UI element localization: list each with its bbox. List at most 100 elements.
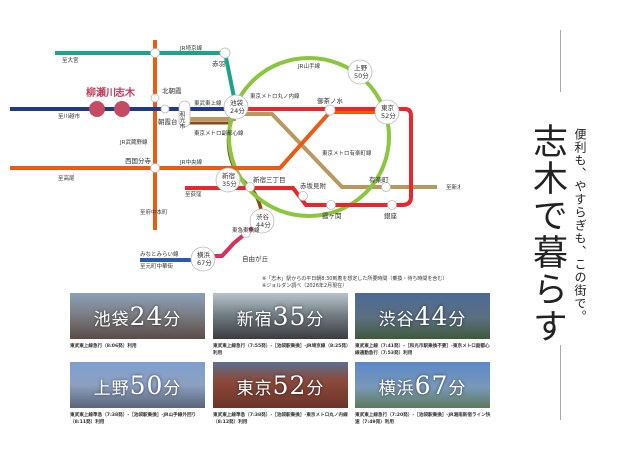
headline-subtitle: 便利も、やすらぎも、この街で。 <box>573 128 587 323</box>
terminus-omiya: 至大宮 <box>62 56 79 64</box>
unit: 分 <box>306 378 325 399</box>
destination-panel-ueno: 上野50分 <box>70 362 205 408</box>
station-akasakamitsuke-marker <box>298 191 308 201</box>
station-yanasegawa: 柳瀬川 <box>86 86 116 99</box>
station-tokyo-marker <box>374 99 400 125</box>
station-yokohama-marker <box>190 246 216 272</box>
notes: ※「志木」駅からの平日朝8:30到着を想定した所要時間（乗換・待ち時間を含む） … <box>262 276 447 290</box>
destination-minutes: 50 <box>129 370 164 400</box>
destination-panel-tokyo: 東京52分 <box>213 362 348 408</box>
line-yamanote <box>227 56 391 218</box>
destination-caption: 東武東上線（7:41発）-［和光市駅乗換不要］-東京メトロ副都心線通勤急行（7:… <box>355 344 490 356</box>
destination-name: 上野 <box>93 378 130 399</box>
destination-name: 池袋 <box>93 309 130 330</box>
terminus-ogikubo: 至荻窪 <box>185 190 202 198</box>
label-jiyugaoka: 自由が丘 <box>242 254 269 263</box>
destination-caption: 東武東上線準急（7:38発）-［池袋駅乗換］-東京メトロ丸ノ内線（8:12発）利… <box>213 413 348 425</box>
station-yurakucho-marker <box>381 182 391 192</box>
label-line-minatomirai: みなとみらい線 <box>140 250 179 258</box>
destination-minutes: 44 <box>414 301 449 331</box>
label-wakoshi: 和光市 <box>178 110 185 130</box>
station-yanasegawa-marker <box>89 101 105 117</box>
label-yurakucho: 有楽町 <box>369 175 389 184</box>
label-ginza: 銀座 <box>384 211 398 220</box>
label-line-yamanote: JR山手線 <box>297 62 320 70</box>
label-ueno-time: 50分 <box>354 71 369 80</box>
label-tokyo-time: 52分 <box>381 111 396 120</box>
label-akabane: 赤羽 <box>212 60 225 68</box>
label-kitaasaka: 北朝霞 <box>162 87 182 95</box>
terminus-shinkiba: 至新木場 <box>446 183 460 191</box>
label-yokohama-time: 67分 <box>197 258 212 267</box>
label-line-tojo: 東武東上線 <box>194 99 222 107</box>
label-line-toyoko: 東急東横線 <box>232 226 260 234</box>
station-ikebukuro-marker <box>223 94 249 120</box>
station-musashi-marker <box>150 48 160 58</box>
terminus-motomachi: 至元町中華街 <box>140 262 174 270</box>
destination-panel-shibuya: 渋谷44分 <box>355 293 490 339</box>
station-asakadai-marker <box>160 104 170 114</box>
label-shibuya-time: 44分 <box>256 220 271 229</box>
divider-bottom <box>560 345 561 420</box>
unit: 分 <box>163 378 182 399</box>
destination-panel-shinjuku: 新宿35分 <box>213 293 348 339</box>
station-shinjukusanchome-marker <box>245 182 255 192</box>
label-asakadai: 朝霞台 <box>158 117 178 126</box>
label-line-fukutoshin: 東京メトロ副都心線 <box>194 129 244 137</box>
station-shinjuku-marker <box>215 167 241 193</box>
station-ueno-marker <box>347 59 373 85</box>
terminus-takao: 至高尾 <box>58 174 75 182</box>
label-akasakamitsuke: 赤坂見附 <box>300 181 327 190</box>
label-ikebukuro: 池袋 <box>230 98 244 107</box>
terminus-kawagoeshi: 至川越市 <box>58 112 81 120</box>
terminus-fuchuhommachi: 至府中本町 <box>140 208 168 216</box>
note-source: ※ジョルダン調べ（2026年2月現在） <box>262 283 348 289</box>
destination-name: 横浜 <box>378 378 415 399</box>
label-shibuya: 渋谷 <box>256 212 270 221</box>
unit: 分 <box>163 309 182 330</box>
label-line-musashino: JR武蔵野線 <box>119 138 148 146</box>
route-map: 柳瀬川 志木 北朝霞 朝霞台 和光市 赤羽 池袋 24分 上野 50分 東京 5… <box>10 40 460 272</box>
divider-top <box>560 30 561 92</box>
destination-name: 渋谷 <box>378 309 415 330</box>
destination-caption: 東武東上線急行（7:55発）-［池袋駅乗換］-JR埼京線（8:25発）利用 <box>213 344 351 356</box>
destination-panel-yokohama: 横浜67分 <box>355 362 490 408</box>
label-ochanomizu: 御茶ノ水 <box>317 96 344 105</box>
destination-caption: 東武東上線急行（7:20発）-［池袋駅乗換］-JR湘南新宿ライン快速（7:49発… <box>355 413 491 425</box>
unit: 分 <box>448 309 467 330</box>
destination-panel-ikebukuro: 池袋24分 <box>70 293 205 339</box>
station-shibuya-marker <box>249 208 275 234</box>
station-nishikokubunji-marker <box>150 163 160 173</box>
unit: 分 <box>306 309 325 330</box>
label-shinjuku: 新宿 <box>222 171 236 180</box>
label-kasumigaseki: 霞ヶ関 <box>322 212 342 220</box>
label-tokyo: 東京 <box>381 103 395 112</box>
unit: 分 <box>448 378 467 399</box>
station-ochanomizu-marker <box>324 104 336 116</box>
station-shiki-marker <box>114 101 130 117</box>
station-kitaasaka-marker <box>150 93 160 103</box>
destination-minutes: 67 <box>414 370 449 400</box>
label-ikebukuro-time: 24分 <box>230 106 245 115</box>
destination-caption: 東武東上線急行（8:06発）利用 <box>70 344 137 349</box>
label-line-marunouchi: 東京メトロ丸ノ内線 <box>250 92 300 100</box>
label-shinjukusanchome: 新宿三丁目 <box>253 175 286 184</box>
label-line-yurakucho: 東京メトロ有楽町線 <box>322 149 372 157</box>
destination-minutes: 24 <box>129 301 164 331</box>
station-akabane-marker <box>219 47 231 59</box>
line-saikyo <box>55 51 238 108</box>
destination-caption: 東武東上線準急（7:38発）-［池袋駅乗換］-JR山手線外回り（8:11発）利用 <box>70 413 197 425</box>
label-yokohama: 横浜 <box>197 250 211 259</box>
line-marunouchi <box>185 107 413 207</box>
station-ginza-marker <box>387 200 397 210</box>
destination-name: 東京 <box>236 378 273 399</box>
destination-minutes: 52 <box>272 370 307 400</box>
destination-minutes: 35 <box>272 301 307 331</box>
label-nishikokubunji: 西国分寺 <box>125 156 152 165</box>
note-travel-time: ※「志木」駅からの平日朝8:30到着を想定した所要時間（乗換・待ち時間を含む） <box>262 276 448 282</box>
station-wakoshi-marker <box>178 100 191 128</box>
label-shinjuku-time: 35分 <box>222 179 237 188</box>
station-shiki: 志木 <box>115 86 136 99</box>
station-jiyugaoka-marker <box>241 228 251 238</box>
label-ueno: 上野 <box>354 63 368 72</box>
